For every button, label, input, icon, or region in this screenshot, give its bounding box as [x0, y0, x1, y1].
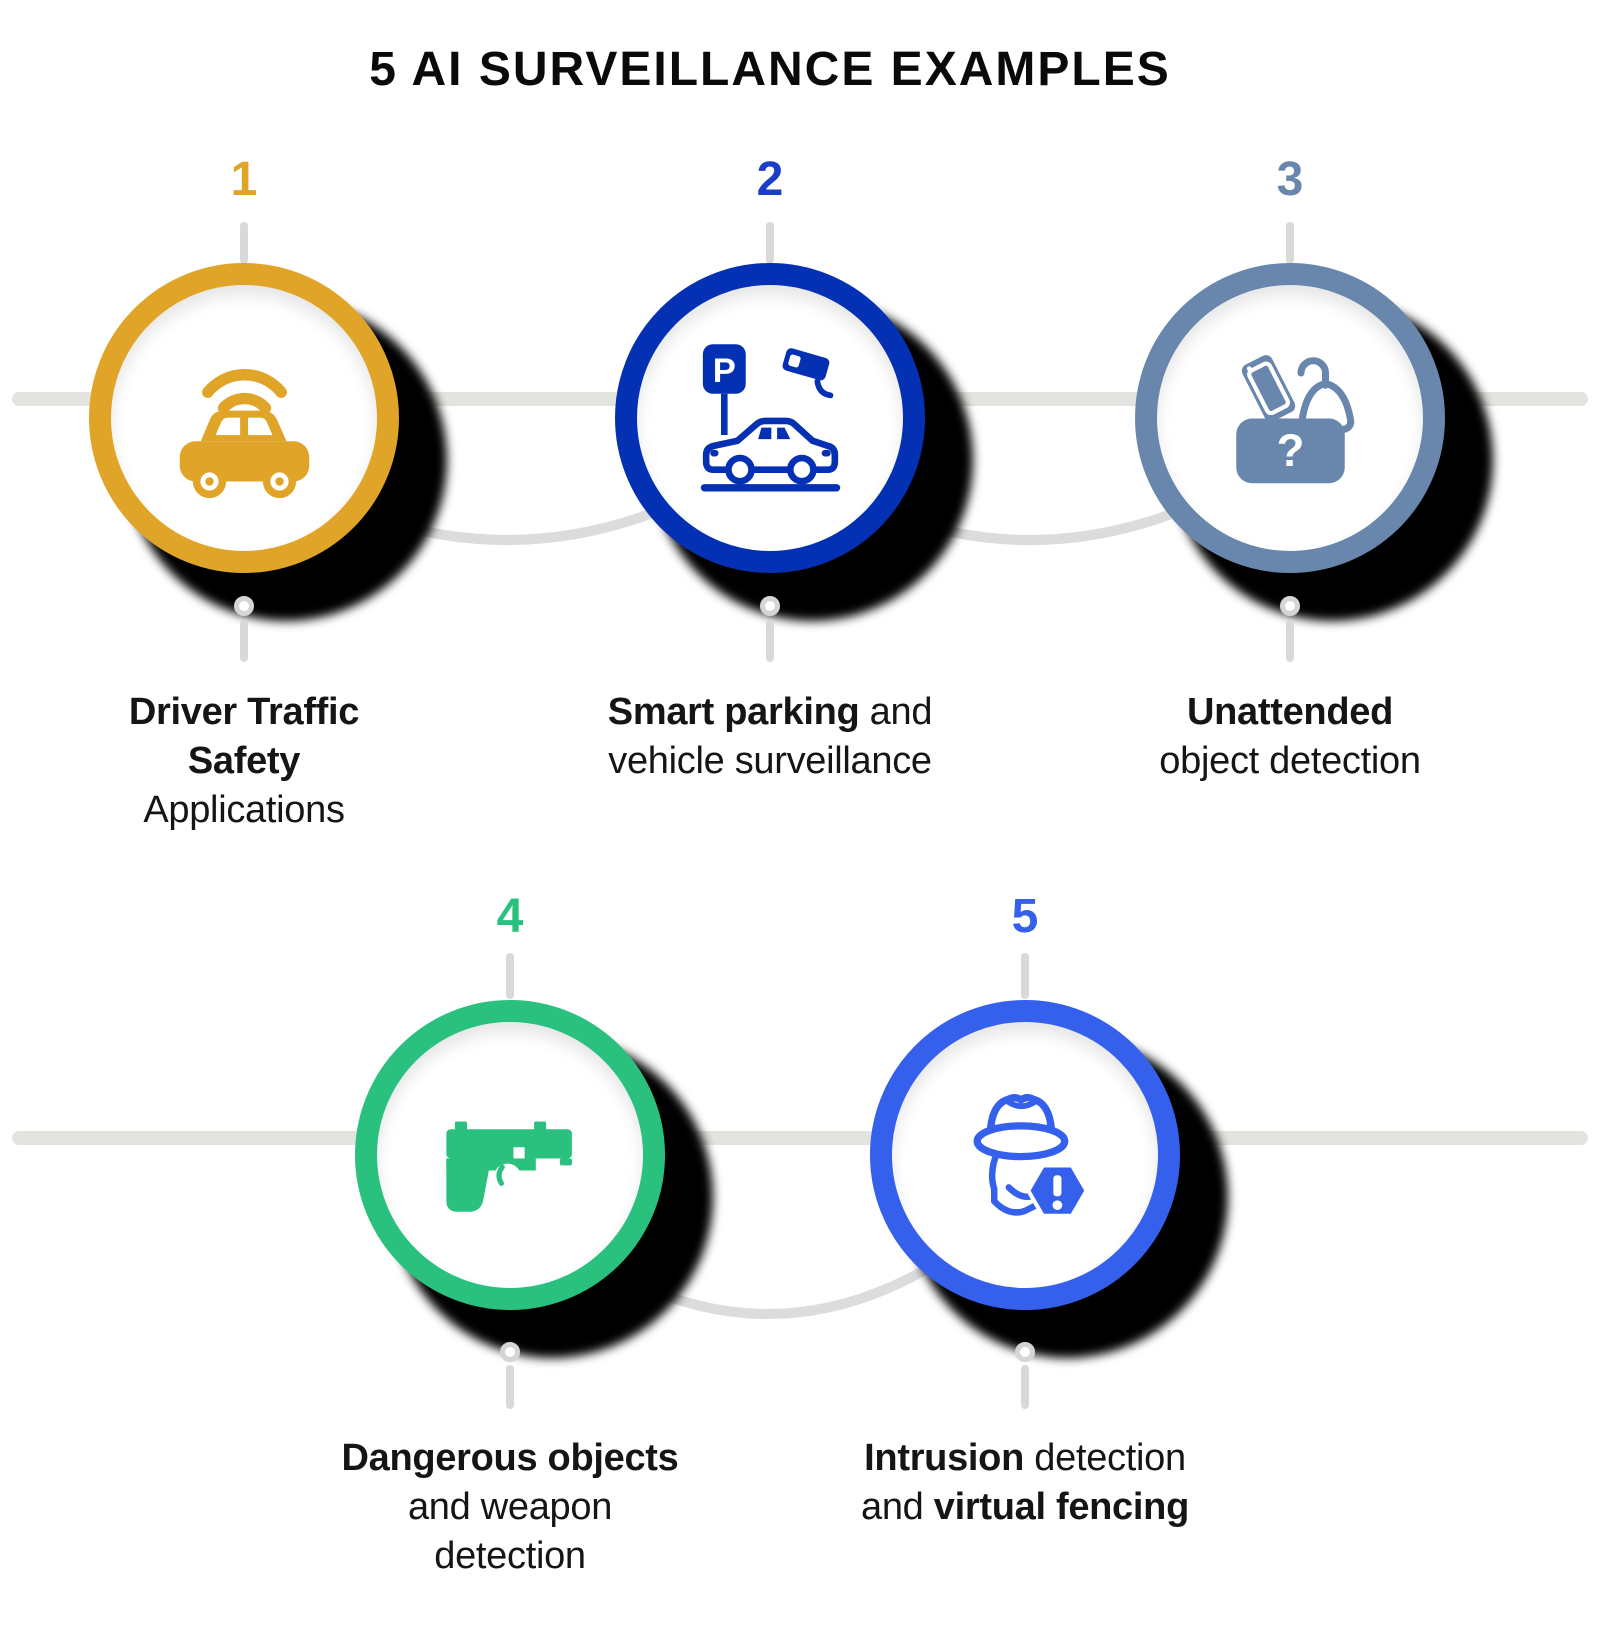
label-line: Safety: [187, 740, 301, 782]
connector-line-top: [506, 953, 514, 999]
connector-line-bottom: [766, 620, 774, 662]
step-circle: [89, 263, 399, 573]
label-line: object detection: [1159, 740, 1421, 782]
handgun-icon: [446, 1121, 572, 1212]
label-line: and virtual fencing: [861, 1486, 1189, 1528]
connector-line-top: [1286, 222, 1294, 264]
spy-intruder-alert-icon: [973, 1094, 1089, 1218]
connector-dot: [234, 596, 254, 616]
step-circle: [870, 1000, 1180, 1310]
step-3-unattended-object: 3 ? Unattended: [1070, 152, 1510, 872]
step-circle: P: [615, 263, 925, 573]
step-label: Unattended object detection: [1070, 688, 1510, 786]
step-number: 4: [496, 890, 524, 943]
step-2-smart-parking: 2 P: [550, 152, 990, 872]
step-number: 2: [756, 153, 784, 206]
svg-text:?: ?: [1276, 424, 1304, 475]
label-line: detection: [434, 1535, 586, 1577]
connector-line-top: [240, 222, 248, 264]
connector-dot: [1280, 596, 1300, 616]
step-number: 3: [1276, 153, 1304, 206]
label-line: and weapon: [407, 1486, 613, 1528]
step-number: 5: [1011, 890, 1039, 943]
step-label: Driver Traffic Safety Applications: [24, 688, 464, 835]
connector-line-bottom: [1021, 1365, 1029, 1409]
connector-line-bottom: [506, 1365, 514, 1409]
step-5-intrusion-detection: 5 Intrusion detection and virtual fe: [805, 889, 1245, 1609]
label-line: Applications: [143, 789, 345, 831]
label-line: Unattended: [1186, 691, 1393, 733]
step-1-driver-traffic-safety: 1 Driver Traffic Safety Applications: [24, 152, 464, 872]
connector-dot: [500, 1342, 520, 1362]
label-line: Driver Traffic: [128, 691, 360, 733]
label-line: vehicle surveillance: [608, 740, 932, 782]
step-4-weapon-detection: 4 Dangerous objects and weapon detection: [290, 889, 730, 1609]
label-line: Smart parking and: [607, 691, 933, 733]
step-circle: [355, 1000, 665, 1310]
connector-dot: [760, 596, 780, 616]
connected-car-wifi-icon: [179, 368, 309, 498]
connector-line-bottom: [1286, 620, 1294, 662]
unattended-bag-icon: ?: [1235, 354, 1354, 483]
connector-line-bottom: [240, 620, 248, 662]
step-number: 1: [230, 153, 258, 206]
connector-line-top: [1021, 953, 1029, 999]
connector-dot: [1015, 1342, 1035, 1362]
page-title: 5 AI SURVEILLANCE EXAMPLES: [369, 43, 1171, 96]
label-line: Dangerous objects: [341, 1437, 679, 1479]
step-label: Intrusion detection and virtual fencing: [805, 1434, 1245, 1532]
connector-line-top: [766, 222, 774, 264]
smart-parking-camera-icon: P: [700, 343, 840, 492]
step-label: Dangerous objects and weapon detection: [290, 1434, 730, 1581]
step-circle: ?: [1135, 263, 1445, 573]
step-label: Smart parking and vehicle surveillance: [550, 688, 990, 786]
label-line: Intrusion detection: [864, 1437, 1186, 1479]
svg-text:P: P: [712, 352, 735, 390]
